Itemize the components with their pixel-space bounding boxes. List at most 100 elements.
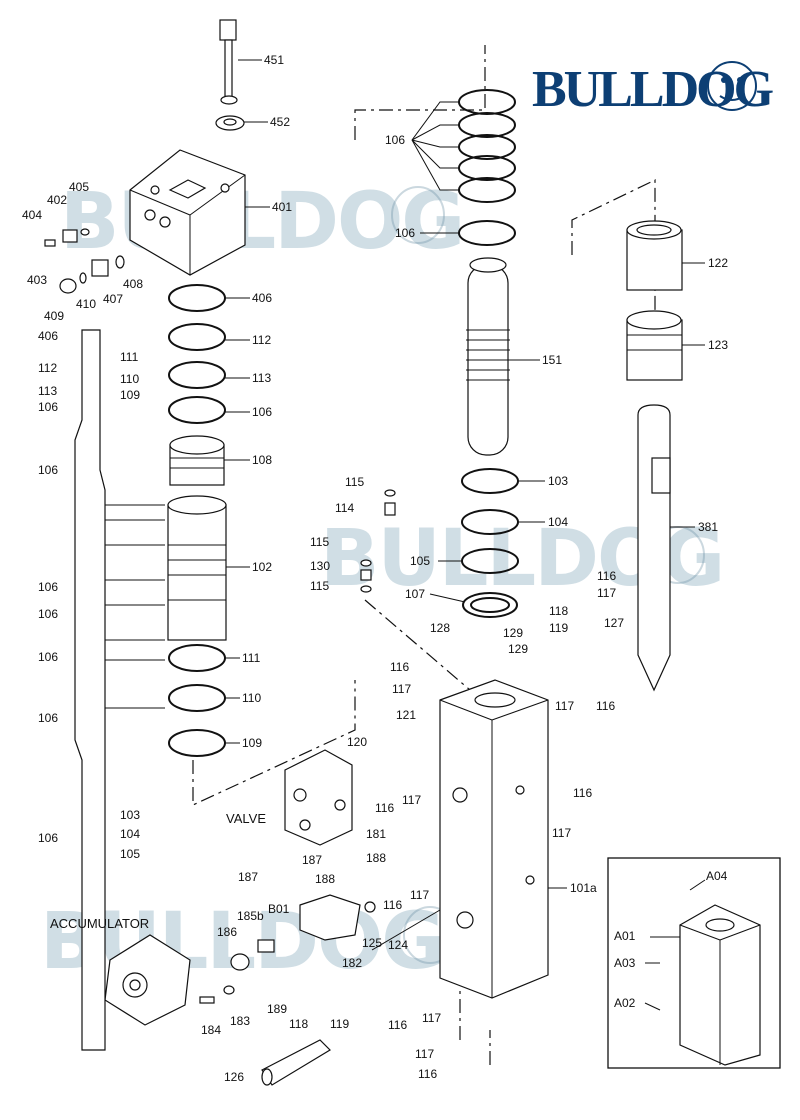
callout-113: 113 [252, 371, 271, 385]
part-406-seal [168, 284, 226, 312]
part-114-plug [384, 502, 396, 516]
callout-188-a: 188 [366, 851, 386, 865]
callout-119-a: 119 [549, 621, 568, 635]
part-409-plug [59, 278, 77, 294]
callout-129-a: 129 [503, 626, 523, 640]
section-view-outline [74, 329, 165, 1051]
part-124-rod [371, 909, 441, 951]
callout-181: 181 [366, 827, 386, 841]
callout-117-a: 117 [597, 586, 616, 600]
callout-114: 114 [335, 501, 354, 515]
accumulator-caption: ACCUMULATOR [50, 916, 149, 931]
callout-106-single: 106 [395, 226, 415, 240]
part-410-o-ring [79, 272, 87, 284]
part-115-o-ring-b [360, 559, 372, 567]
callout-b01: B01 [268, 902, 290, 916]
callout-103: 103 [548, 474, 568, 488]
callout-112: 112 [252, 333, 271, 347]
part-115-o-ring-c [360, 585, 372, 593]
callout-117-e: 117 [410, 888, 429, 902]
centerline-pin [364, 599, 471, 691]
part-a01-body-detail [679, 904, 761, 1066]
part-408-o-ring [115, 255, 125, 269]
callout-115-a: 115 [345, 475, 364, 489]
part-185b-fitting [257, 939, 275, 953]
section-callout-406: 406 [38, 329, 58, 343]
section-callout-106-b: 106 [38, 463, 58, 477]
callout-117-d: 117 [402, 793, 421, 807]
part-186-plug [230, 953, 250, 971]
callout-a02: A02 [614, 996, 636, 1010]
callout-118-a: 118 [549, 604, 568, 618]
part-151-piston [466, 257, 510, 456]
callout-189: 189 [267, 1002, 287, 1016]
callout-186: 186 [217, 925, 237, 939]
part-403-screw [44, 239, 56, 247]
callout-187-b: 187 [238, 870, 258, 884]
callout-124: 124 [388, 938, 408, 952]
part-381-chisel-tool [637, 404, 671, 692]
callout-105: 105 [410, 554, 430, 568]
part-405-o-ring [80, 228, 90, 236]
section-callout-106-a: 106 [38, 400, 58, 414]
callout-126: 126 [224, 1070, 244, 1084]
part-111-seal [168, 644, 226, 672]
callout-116-b: 116 [390, 660, 409, 674]
callout-451: 451 [264, 53, 284, 67]
section-callout-106-c: 106 [38, 580, 58, 594]
callout-102: 102 [252, 560, 272, 574]
part-115-o-ring-a [384, 489, 396, 497]
callout-115-b: 115 [310, 535, 329, 549]
callout-125: 125 [362, 936, 382, 950]
section-callout-106-d: 106 [38, 607, 58, 621]
part-112-seal [168, 323, 226, 351]
callout-381: 381 [698, 520, 718, 534]
callout-116-c: 116 [596, 699, 615, 713]
callout-117-g: 117 [422, 1011, 441, 1025]
part-122-front-bushing [626, 220, 683, 291]
valve-assembly [284, 749, 353, 846]
part-184-bolt [199, 996, 215, 1004]
callout-185b: 185b [237, 909, 264, 923]
callout-117-f: 117 [552, 826, 571, 840]
callout-407: 407 [103, 292, 123, 306]
callout-127: 127 [604, 616, 624, 630]
section-callout-110: 110 [120, 372, 139, 386]
part-401-back-head [129, 149, 246, 276]
part-103-seal [461, 468, 519, 494]
part-123-ring-bushing [626, 310, 683, 381]
section-callout-103: 103 [120, 808, 140, 822]
callout-a03: A03 [614, 956, 636, 970]
callout-110: 110 [242, 691, 261, 705]
section-callout-106-g: 106 [38, 831, 58, 845]
section-callout-104: 104 [120, 827, 140, 841]
part-109-seal [168, 729, 226, 757]
part-102-cylinder [167, 495, 227, 641]
callout-120: 120 [347, 735, 367, 749]
part-402-plug [62, 229, 78, 243]
callout-129-b: 129 [508, 642, 528, 656]
callout-119-b: 119 [330, 1017, 349, 1031]
callout-116-d: 116 [375, 801, 394, 815]
callout-403: 403 [27, 273, 47, 287]
section-callout-106-e: 106 [38, 650, 58, 664]
detail-inset-a-frame [607, 857, 781, 1069]
callout-117-b: 117 [392, 682, 411, 696]
callout-408: 408 [123, 277, 143, 291]
callout-117-h: 117 [415, 1047, 434, 1061]
callout-labels: 451 452 401 405 402 404 403 409 410 407 … [22, 53, 728, 1084]
callout-188-b: 188 [315, 872, 335, 886]
part-107-bushing [462, 592, 518, 618]
part-b01-valve-block [299, 894, 361, 941]
callout-116-e: 116 [383, 898, 402, 912]
callout-121: 121 [396, 708, 416, 722]
callout-184: 184 [201, 1023, 221, 1037]
callout-109: 109 [242, 736, 262, 750]
part-110-seal [168, 684, 226, 712]
section-callout-111: 111 [120, 350, 139, 364]
section-callout-113: 113 [38, 384, 57, 398]
part-126-pin [261, 1039, 331, 1086]
callout-116-f: 116 [573, 786, 592, 800]
part-451-through-bolt [219, 19, 238, 105]
part-106-seal-stack [458, 89, 516, 246]
